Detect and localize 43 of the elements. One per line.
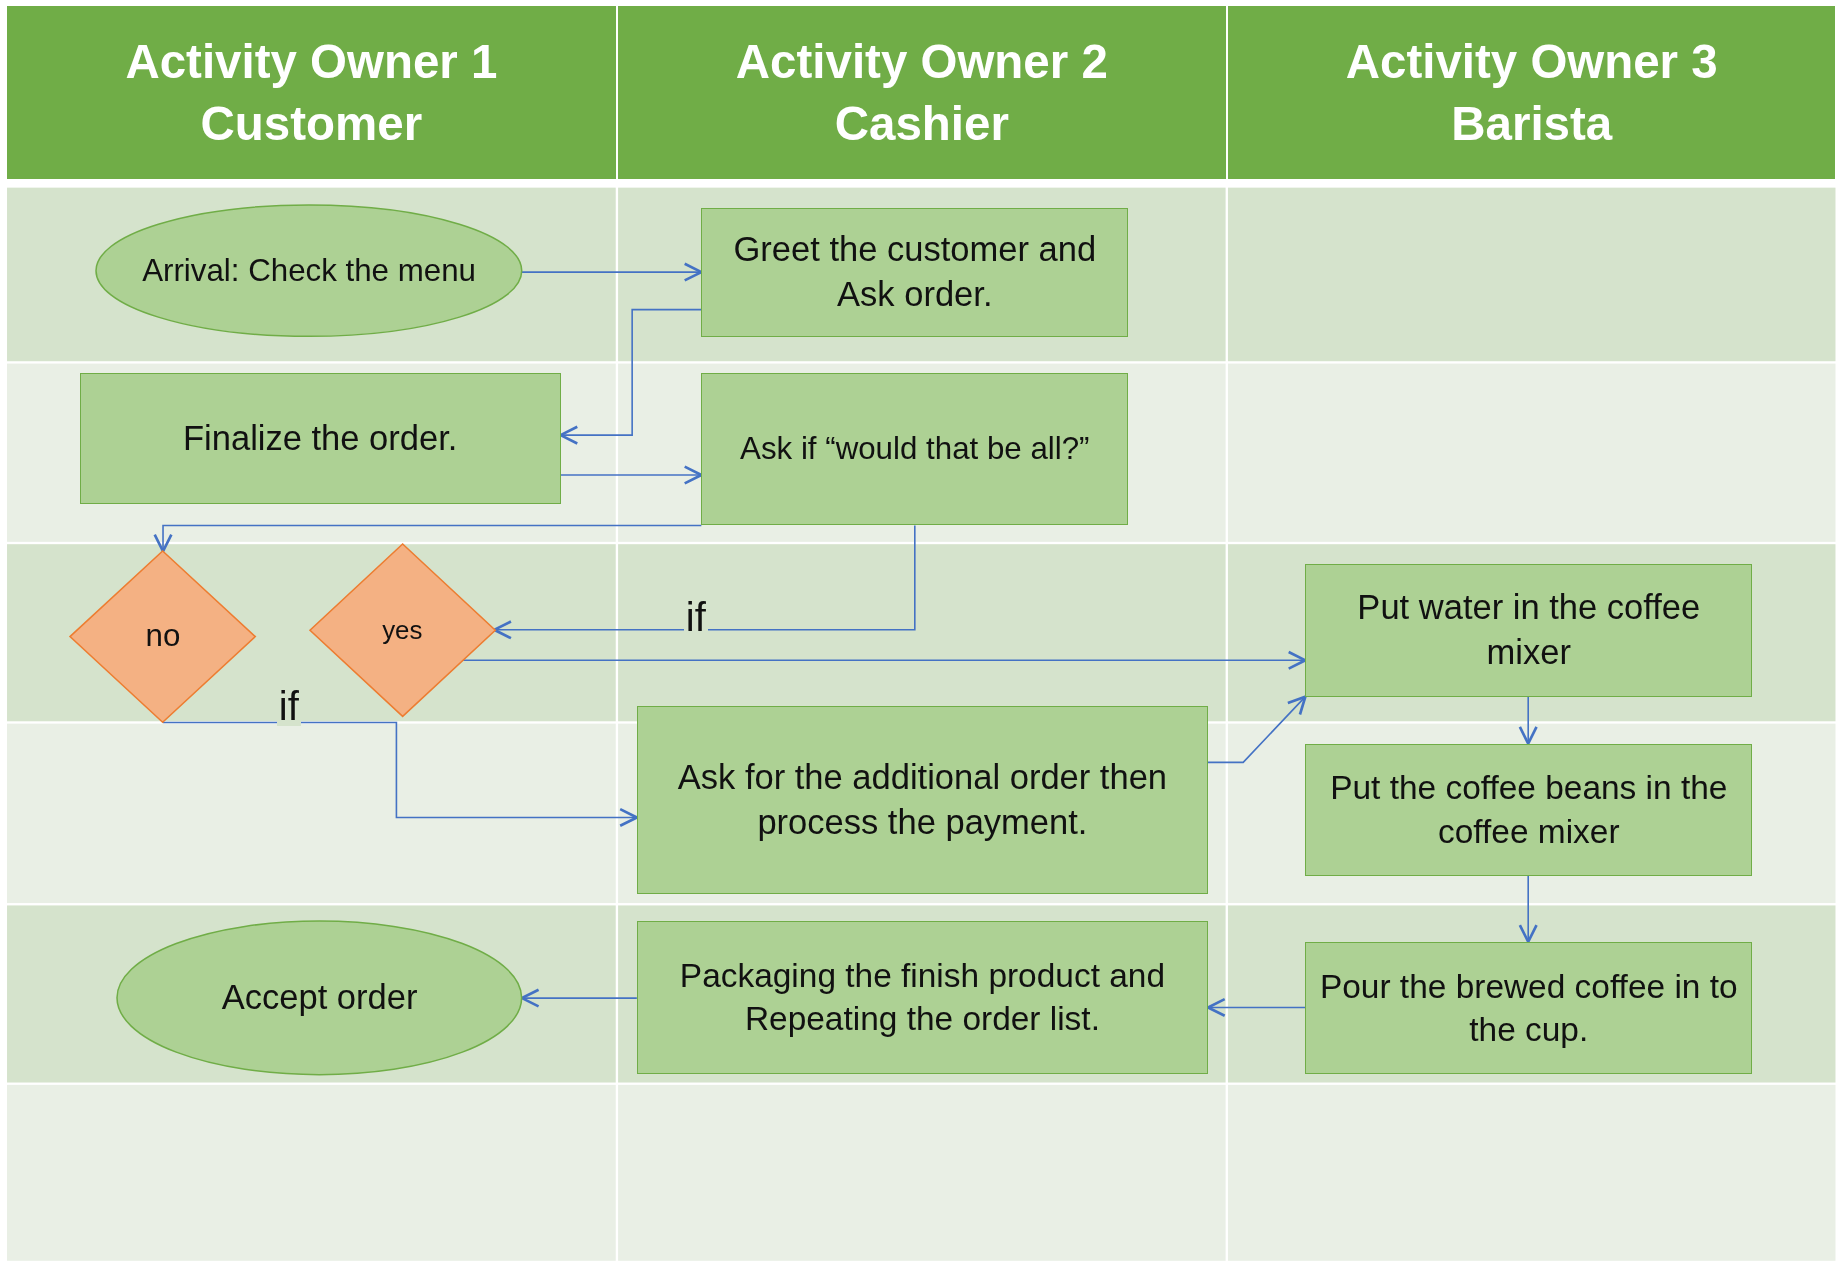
lane-header bbox=[1227, 5, 1836, 180]
arrow bbox=[462, 650, 1307, 670]
arrow bbox=[1518, 875, 1538, 944]
node-text: Greet the customer and Ask order. bbox=[732, 229, 1098, 316]
process-box bbox=[701, 207, 1129, 337]
node-text: no bbox=[145, 617, 181, 656]
node-text: Arrival: Check the menu bbox=[141, 251, 477, 290]
process-box bbox=[636, 920, 1208, 1075]
node-text: Ask if “would that be all?” bbox=[740, 429, 1090, 468]
lane-header bbox=[618, 5, 1226, 180]
node-text: Accept order bbox=[220, 977, 419, 1019]
node-text: Put the coffee beans in the coffee mixer bbox=[1329, 768, 1729, 852]
lane-title: Cashier bbox=[834, 95, 1009, 152]
lane-title: Activity Owner 1 bbox=[125, 33, 498, 90]
node-text: yes bbox=[382, 614, 423, 646]
node-text: Put water in the coffee mixer bbox=[1356, 587, 1702, 674]
lane-title: Barista bbox=[1451, 95, 1613, 152]
process-box bbox=[701, 372, 1129, 526]
process-box bbox=[1305, 941, 1753, 1075]
process-box bbox=[1305, 743, 1753, 877]
process-box bbox=[636, 706, 1208, 894]
node-text: Ask for the additional order then process the payment. bbox=[676, 756, 1169, 843]
process-box bbox=[79, 372, 561, 505]
node-text: Packaging the finish product and Repeating the order list. bbox=[678, 956, 1166, 1040]
arrow bbox=[1206, 997, 1307, 1018]
arrow bbox=[153, 524, 703, 553]
lane-title: Activity Owner 3 bbox=[1345, 33, 1718, 90]
process-ellipse bbox=[96, 205, 522, 337]
arrow bbox=[1207, 695, 1307, 764]
arrow bbox=[521, 262, 703, 282]
arrow bbox=[162, 721, 639, 828]
node-text: Pour the brewed coffee in to the cup. bbox=[1318, 966, 1739, 1051]
lane-title: Customer bbox=[200, 95, 423, 152]
arrow bbox=[1518, 695, 1538, 745]
arrow bbox=[492, 524, 916, 640]
node-text: Finalize the order. bbox=[183, 418, 458, 460]
process-ellipse bbox=[117, 920, 522, 1075]
decision-diamond bbox=[309, 544, 495, 717]
lane-header bbox=[7, 5, 616, 180]
arrow bbox=[559, 465, 703, 485]
process-box bbox=[1305, 564, 1753, 697]
lane-title: Activity Owner 2 bbox=[735, 33, 1108, 90]
arrow bbox=[559, 308, 703, 445]
